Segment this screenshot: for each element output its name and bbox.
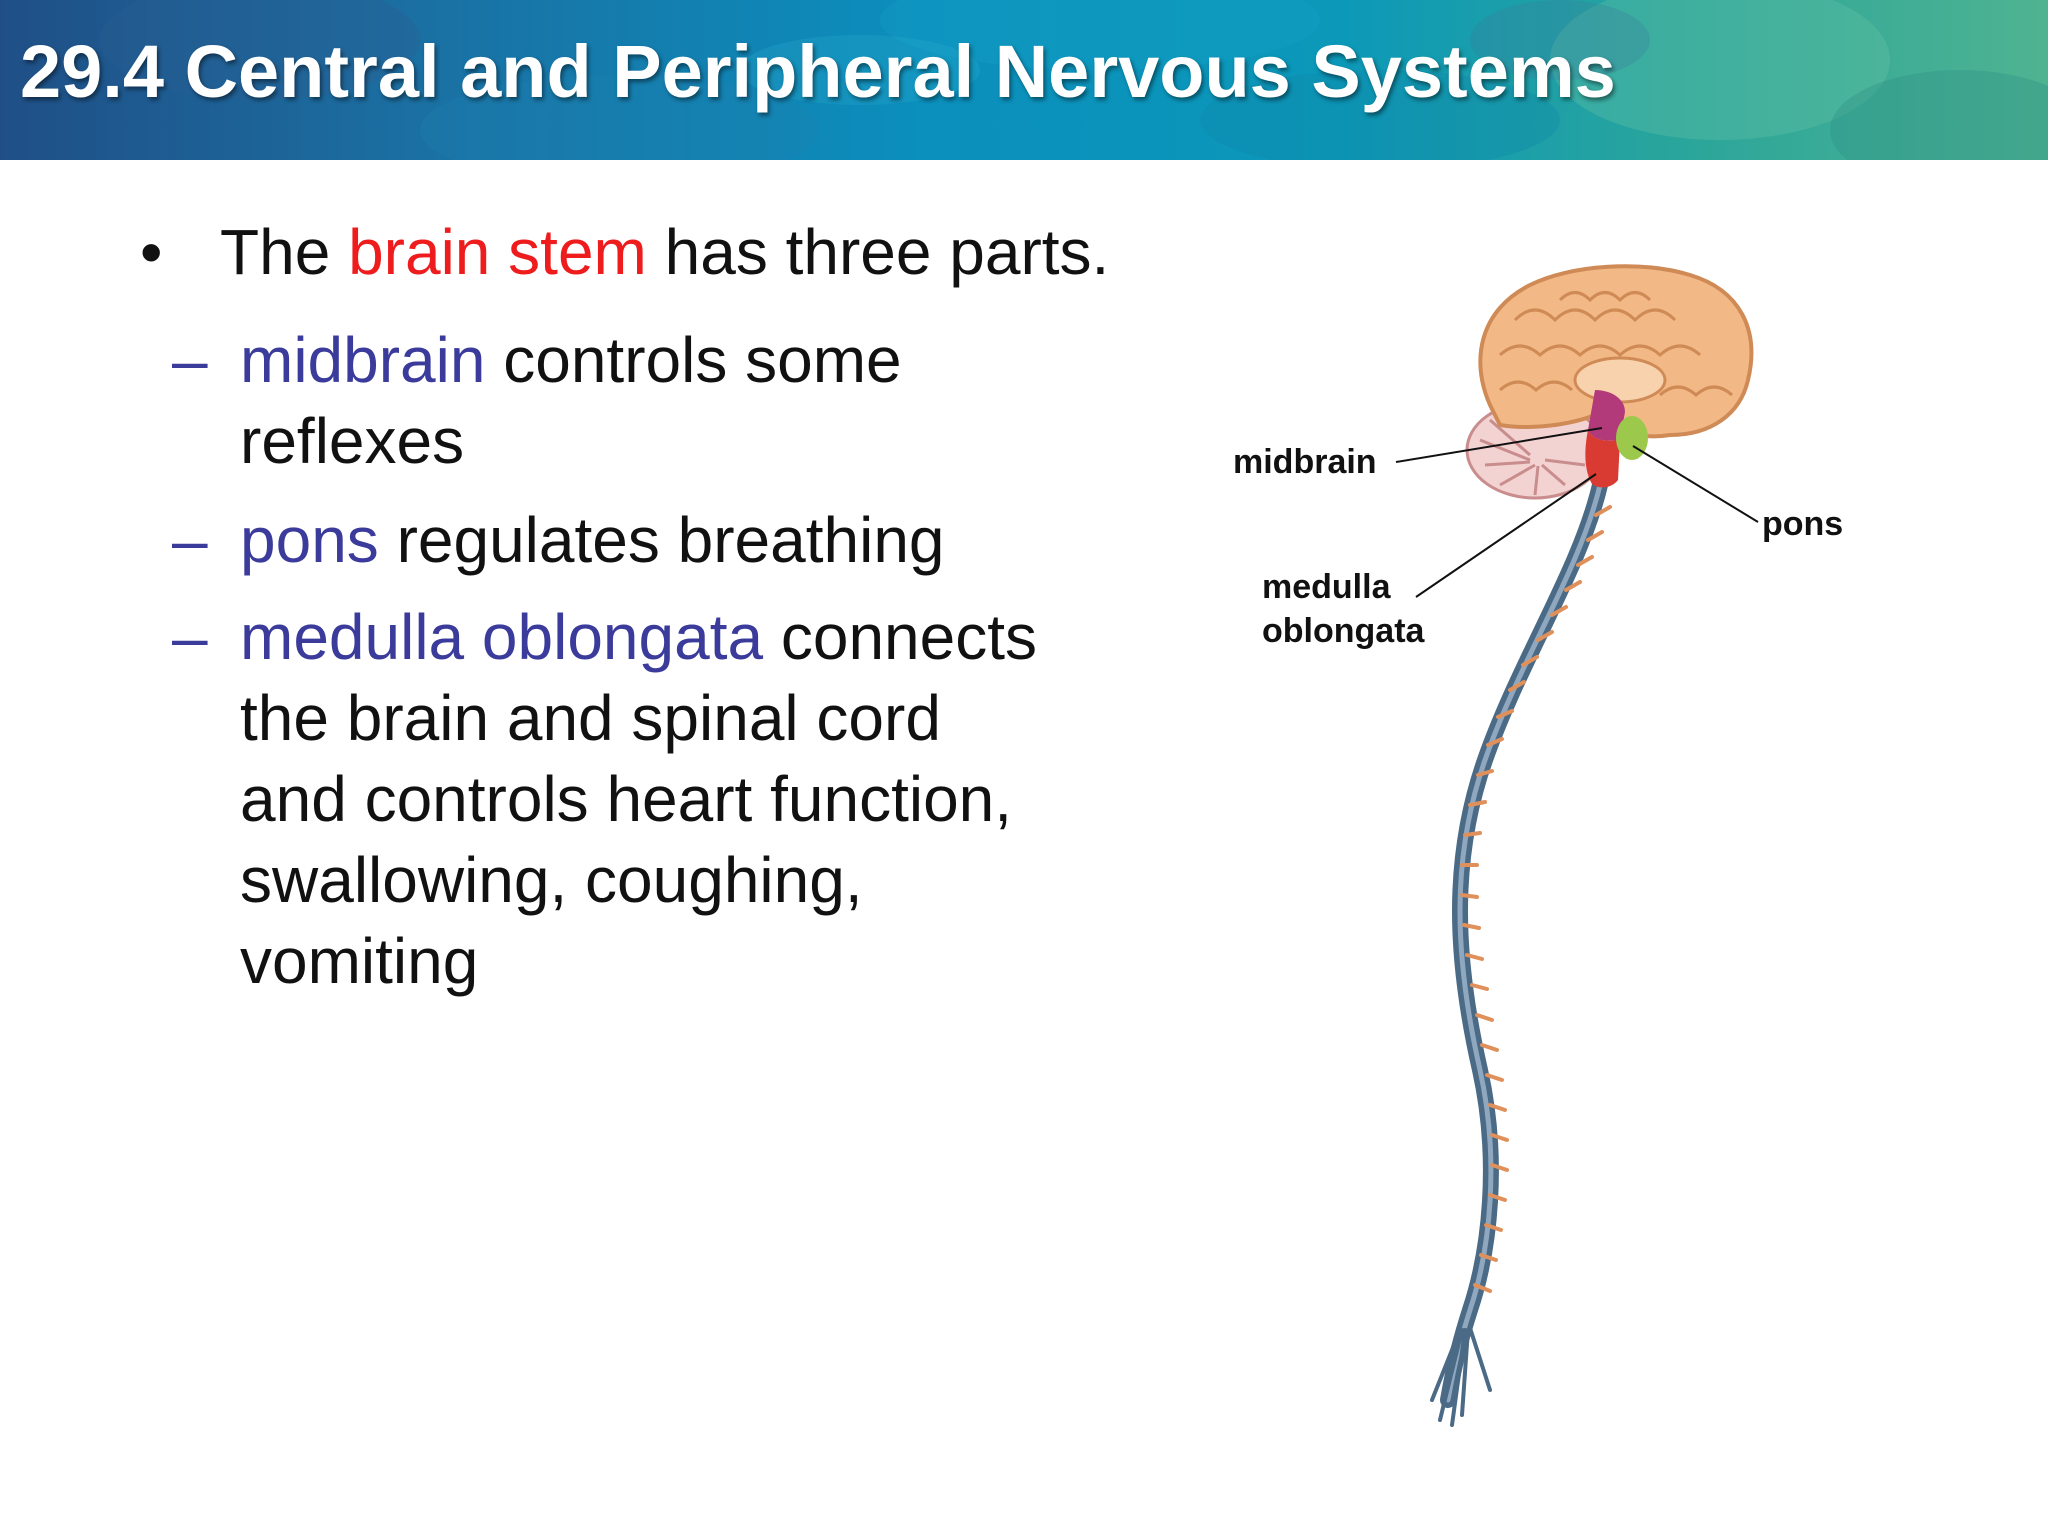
bullet-content: • The brain stem has three parts. – midb… <box>0 160 1200 1360</box>
midbrain-label: midbrain <box>1233 443 1377 481</box>
pons-label: pons <box>1762 505 1844 543</box>
main-bullet-suffix: has three parts. <box>646 216 1110 288</box>
midbrain-term: midbrain <box>240 324 486 396</box>
brain-spinal-cord-figure: midbrain pons medulla oblongata <box>1200 240 1920 1460</box>
subbullet-line: pons regulates breathing <box>240 500 945 581</box>
leader-lines <box>1395 427 1759 598</box>
spinal-nerves <box>1460 505 1612 1293</box>
subbullet-medulla: – medulla oblongata connects the brain a… <box>172 597 1037 1002</box>
subbullet-line: the brain and spinal cord <box>240 682 941 754</box>
pons-term: pons <box>240 504 379 576</box>
subbullet-line: medulla oblongata connects <box>240 597 1037 678</box>
subbullet-pons: – pons regulates breathing <box>172 500 945 581</box>
dash-marker: – <box>172 504 208 576</box>
dash-marker: – <box>172 601 208 673</box>
slide-title: 29.4 Central and Peripheral Nervous Syst… <box>20 30 1616 113</box>
banner-texture <box>100 0 2048 160</box>
spinal-cord <box>1430 477 1608 1427</box>
main-bullet-text: The brain stem has three parts. <box>220 212 1109 292</box>
subbullet-text: controls some <box>485 324 902 396</box>
subbullet-text: connects <box>763 601 1037 673</box>
medulla-label-line: oblongata <box>1262 612 1425 650</box>
subbullet-line: swallowing, coughing, <box>240 844 863 916</box>
subbullet-text: regulates breathing <box>378 504 945 576</box>
subbullet-line: midbrain controls some <box>240 320 902 401</box>
subbullet-midbrain: – midbrain controls some reflexes <box>172 320 902 482</box>
title-banner: 29.4 Central and Peripheral Nervous Syst… <box>0 0 2048 160</box>
bullet-marker: • <box>140 216 163 288</box>
subbullet-line: reflexes <box>240 405 465 477</box>
main-bullet-prefix: The <box>220 216 349 288</box>
subbullet-line: vomiting <box>240 925 479 997</box>
medulla-label-line: medulla <box>1262 568 1391 606</box>
medulla-term: medulla oblongata <box>240 601 764 673</box>
dash-marker: – <box>172 324 208 396</box>
brain-stem-term: brain stem <box>348 216 647 288</box>
brain-spinal-cord-illustration <box>1395 264 1759 1427</box>
medulla-oblongata-label: medulla oblongata <box>1262 565 1424 653</box>
subbullet-line: and controls heart function, <box>240 763 1013 835</box>
